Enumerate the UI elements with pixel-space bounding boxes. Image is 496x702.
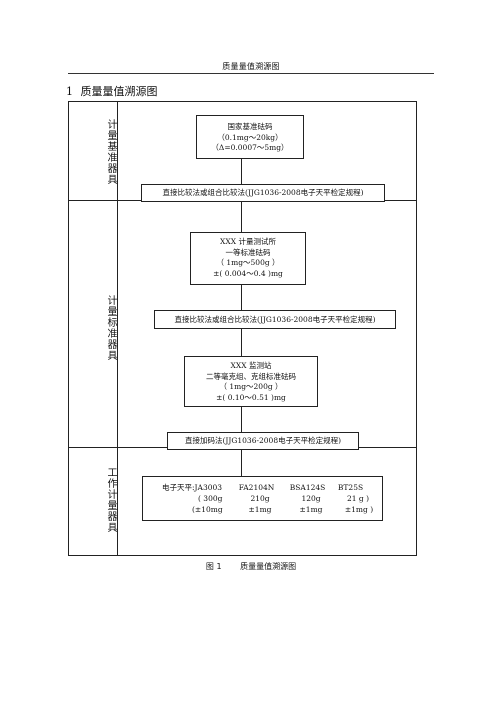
capacity-cell: 210g: [250, 494, 270, 503]
error-cell: ±1mg: [299, 505, 323, 514]
capacity-cell: 120g: [301, 494, 321, 503]
error-cell: ±1mg: [248, 505, 272, 514]
figure-caption-title: 质量量值溯源图: [240, 562, 297, 571]
section-number: 1: [66, 85, 73, 98]
label-column-divider: [117, 101, 118, 556]
row-label-working: 工作计量器具: [105, 467, 116, 533]
first-class-range: （ 1mg～500g ）: [216, 258, 280, 267]
connector-line: [241, 159, 242, 184]
working-label: 电子天平:: [162, 483, 195, 492]
capacity-cell: ( 300g: [198, 494, 223, 503]
second-class-standard-box: XXX 监测站 二等毫克组、克组标准砝码 （ 1mg～200g ） ±( 0.1…: [184, 356, 318, 407]
figure-number: 图 1: [205, 562, 222, 571]
working-models-row: 电子天平: JA3003 FA2104N BSA124S BT25S: [162, 482, 382, 493]
national-standard-box: 国家基准砝码 （0.1mg～20kg） （Δ=0.0007～5mg）: [196, 115, 304, 159]
capacity-cell: 21 g ): [346, 494, 370, 503]
national-standard-name: 国家基准砝码: [227, 122, 273, 131]
working-error-row: (±10mg ±1mg ±1mg ±1mg ): [162, 504, 382, 515]
first-class-name: 一等标准砝码: [225, 247, 271, 257]
working-capacity-row: ( 300g 210g 120g 21 g ): [162, 493, 382, 504]
model-cell: BSA124S: [289, 483, 326, 492]
national-standard-uncertainty: （Δ=0.0007～5mg）: [211, 143, 289, 152]
method-box-1: 直接比较法或组合比较法(JJG1036-2008电子天平检定规程): [141, 184, 385, 202]
connector-line: [241, 329, 242, 356]
model-cell: JA3003: [194, 483, 223, 492]
row-label-standard: 计量标准器具: [105, 295, 116, 361]
section-title: 1 质量量值溯源图: [66, 83, 158, 99]
diagram-frame: [68, 101, 417, 556]
error-cell: ±1mg ): [344, 505, 374, 514]
model-cell: BT25S: [337, 483, 364, 492]
connector-line: [241, 202, 242, 232]
connector-line: [241, 285, 242, 310]
first-class-uncertainty: ±( 0.004～0.4 )mg: [213, 268, 283, 278]
connector-line: [241, 407, 242, 432]
second-class-range: （ 1mg～200g ）: [219, 382, 283, 391]
second-class-lab: XXX 监测站: [230, 361, 272, 370]
page-header: 质量量值溯源图: [222, 62, 280, 71]
first-class-standard-box: XXX 计量测试所 一等标准砝码 （ 1mg～500g ） ±( 0.004～0…: [190, 232, 306, 285]
connector-line: [241, 450, 242, 476]
second-class-name: 二等毫克组、克组标准砝码: [206, 371, 296, 381]
header-rule: [68, 73, 434, 74]
figure-caption: 图 1 质量量值溯源图: [68, 561, 434, 572]
first-class-lab: XXX 计量测试所: [220, 237, 276, 246]
method-box-3: 直接加码法(JJG1036-2008电子天平检定规程): [167, 432, 359, 450]
method-box-2: 直接比较法或组合比较法(JJG1036-2008电子天平检定规程): [154, 310, 396, 329]
working-instruments-box: 电子天平: JA3003 FA2104N BSA124S BT25S ( 300…: [142, 476, 383, 521]
row-label-reference: 计量基准器具: [105, 119, 116, 185]
error-cell: (±10mg: [192, 505, 223, 514]
second-class-uncertainty: ±( 0.10～0.51 )mg: [216, 392, 286, 402]
national-standard-range: （0.1mg～20kg）: [217, 132, 283, 142]
section-title-text: 质量量值溯源图: [80, 85, 158, 98]
model-cell: FA2104N: [238, 483, 275, 492]
